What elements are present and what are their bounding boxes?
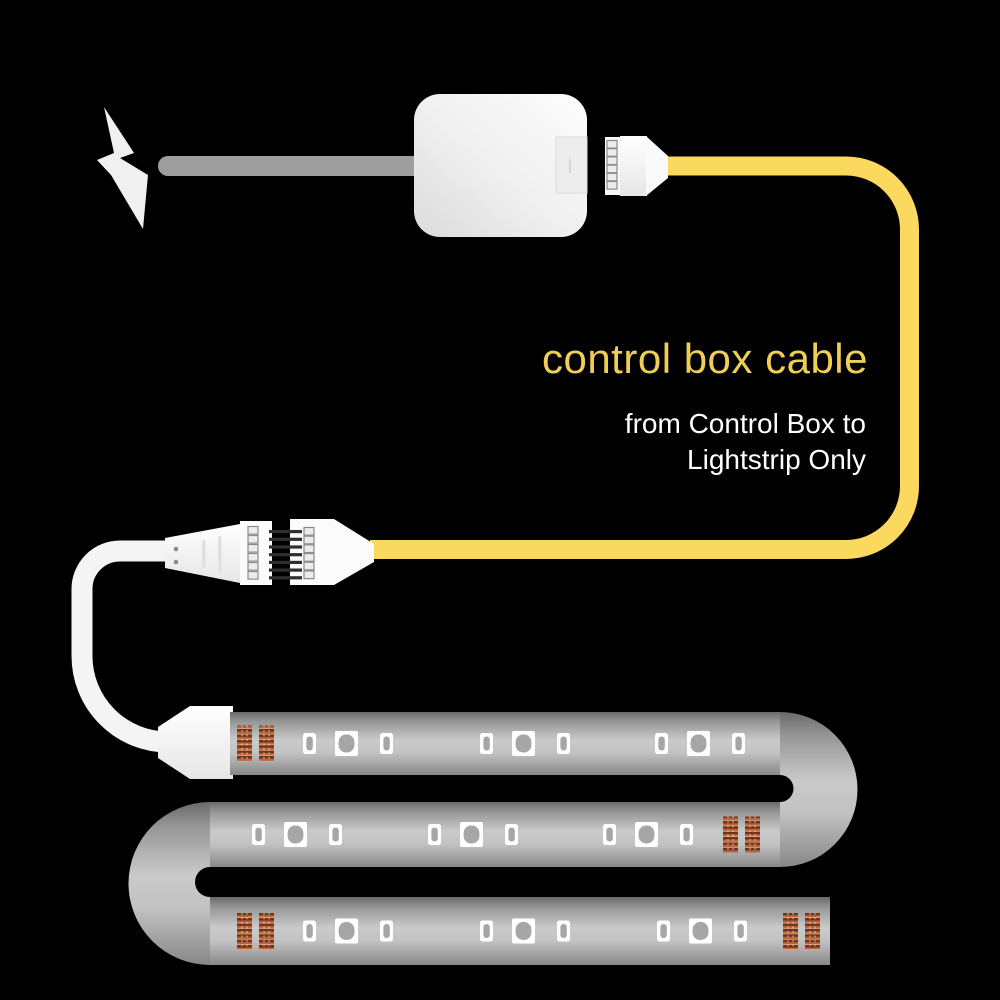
- connector-pin-column: [606, 139, 618, 190]
- copper-pad: [745, 816, 760, 853]
- connector-pin-column: [247, 525, 259, 580]
- control-box-connector: [605, 136, 668, 196]
- strip-connector: [158, 706, 233, 779]
- power-source: [97, 107, 433, 229]
- cable-side-plug-nose: [334, 519, 374, 585]
- connector-pin: [303, 544, 315, 554]
- connector-wire: [269, 545, 302, 549]
- led-chip-core: [515, 922, 532, 940]
- copper-pad: [259, 725, 274, 762]
- connector-pin: [606, 164, 618, 174]
- connector-nose: [646, 136, 668, 196]
- subtitle: from Control Box to Lightstrip Only: [625, 406, 866, 478]
- connector-pin-column: [303, 526, 315, 580]
- control-box-port: [555, 136, 588, 194]
- connector-pair: [165, 519, 374, 585]
- connector-wire: [269, 568, 302, 572]
- control-box: [414, 94, 588, 237]
- copper-pad: [237, 725, 252, 762]
- copper-pad: [259, 913, 274, 949]
- led-chip-core: [338, 734, 355, 753]
- led-resistor-core: [483, 924, 490, 938]
- led-resistor-core: [255, 827, 262, 842]
- led-chip-core: [287, 825, 304, 844]
- control-box-cable: [370, 156, 919, 559]
- led-chip-core: [692, 922, 709, 940]
- led-resistor-core: [483, 736, 490, 751]
- copper-pad: [237, 913, 252, 949]
- subtitle-line2: Lightstrip Only: [687, 444, 866, 475]
- connector-wire: [269, 576, 302, 580]
- led-chip-core: [515, 734, 532, 753]
- connector-wire: [269, 553, 302, 557]
- connector-pin: [247, 552, 259, 562]
- connector-wire: [269, 537, 302, 541]
- led-resistor-core: [560, 736, 567, 751]
- led-resistor-core: [431, 827, 438, 842]
- connector-pin: [303, 526, 315, 536]
- connector-pin: [303, 552, 315, 562]
- led-resistor-core: [306, 736, 313, 751]
- led-resistor-core: [306, 924, 313, 938]
- led-chip-core: [463, 825, 480, 844]
- led-resistor-core: [658, 736, 665, 751]
- connector-pin: [606, 148, 618, 157]
- subtitle-line1: from Control Box to: [624, 408, 866, 439]
- strip-lead-cable: [71, 540, 169, 753]
- strip-uturn-left: [128, 802, 210, 965]
- led-resistor-core: [683, 827, 690, 842]
- connector-body: [620, 136, 647, 196]
- connector-pin: [606, 172, 618, 182]
- led-resistor-core: [508, 827, 515, 842]
- connector-pin: [247, 570, 259, 580]
- connector-pin: [247, 543, 259, 553]
- copper-pad: [805, 913, 820, 949]
- led-resistor-core: [560, 924, 567, 938]
- connector-pin: [606, 139, 618, 149]
- led-resistor-core: [383, 924, 390, 938]
- connector-pin: [606, 180, 618, 190]
- plug-dot: [173, 546, 179, 552]
- power-cable: [158, 156, 433, 176]
- plug-groove: [218, 536, 222, 573]
- connector-wires: [269, 530, 302, 580]
- led-resistor-core: [606, 827, 613, 842]
- connector-pin: [303, 570, 315, 580]
- connector-pin: [247, 525, 259, 535]
- connector-pin: [303, 561, 315, 571]
- led-chip-core: [690, 734, 707, 753]
- led-resistor-core: [332, 827, 339, 842]
- connector-pin: [303, 535, 315, 545]
- connector-wire: [269, 530, 302, 534]
- led-chip-core: [338, 922, 355, 940]
- led-resistor-core: [735, 736, 742, 751]
- lightning-bolt-icon: [97, 107, 148, 229]
- connector-wire: [269, 560, 302, 564]
- connector-pin: [247, 534, 259, 544]
- strip-uturn-right: [780, 712, 858, 867]
- copper-pad: [723, 816, 738, 853]
- led-resistor-core: [383, 736, 390, 751]
- strip-components: [237, 725, 820, 949]
- copper-pad: [783, 913, 798, 949]
- plug-groove: [202, 540, 206, 568]
- connector-pin: [606, 156, 618, 166]
- led-resistor-core: [660, 924, 667, 938]
- connector-pin: [247, 561, 259, 571]
- lightstrip: [128, 706, 858, 965]
- led-resistor-core: [737, 924, 744, 938]
- page-title: control box cable: [541, 335, 868, 382]
- control-box-body: [414, 94, 587, 237]
- plug-dot: [173, 559, 179, 565]
- led-chip-core: [638, 825, 655, 844]
